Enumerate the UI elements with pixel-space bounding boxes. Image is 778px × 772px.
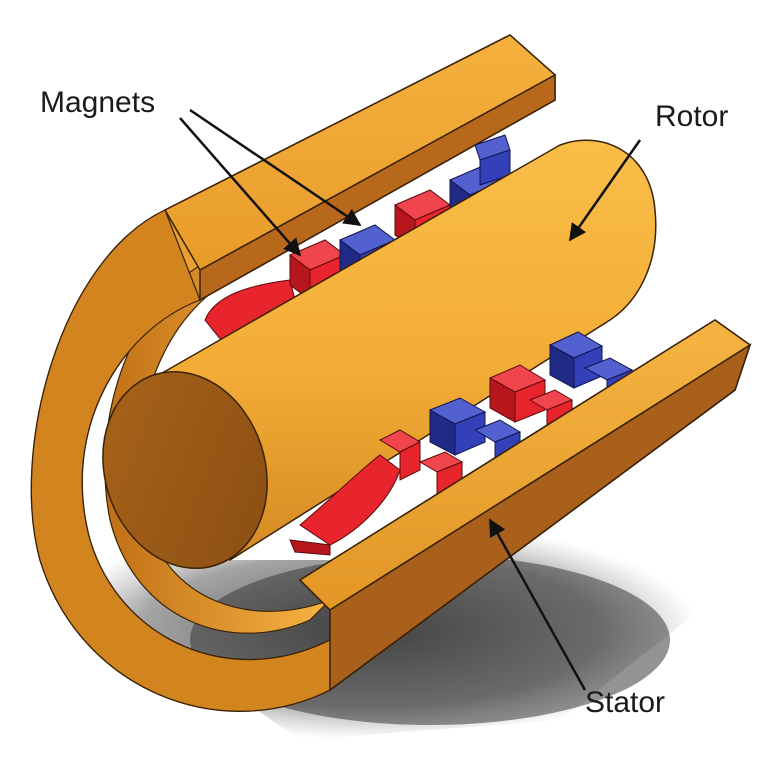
- magnet-blue-4: [428, 397, 487, 456]
- labels: Magnets Rotor Stator: [40, 86, 728, 719]
- magnet-red-3: [378, 429, 422, 481]
- magnets-arrow-2: [189, 108, 362, 227]
- rotor: [102, 139, 657, 570]
- stator-bottom-slab-front: [298, 319, 752, 692]
- magnet-blue-3: [474, 134, 511, 186]
- stator-label: Stator: [585, 686, 665, 719]
- rotor-arrow: [568, 139, 642, 242]
- rotor-label: Rotor: [655, 100, 728, 133]
- magnets-label: Magnets: [40, 86, 155, 119]
- stator-arrow: [488, 518, 587, 691]
- magnets-arrow-1: [179, 117, 302, 257]
- leader-arrows: [179, 108, 642, 691]
- magnet-red-5: [488, 364, 547, 423]
